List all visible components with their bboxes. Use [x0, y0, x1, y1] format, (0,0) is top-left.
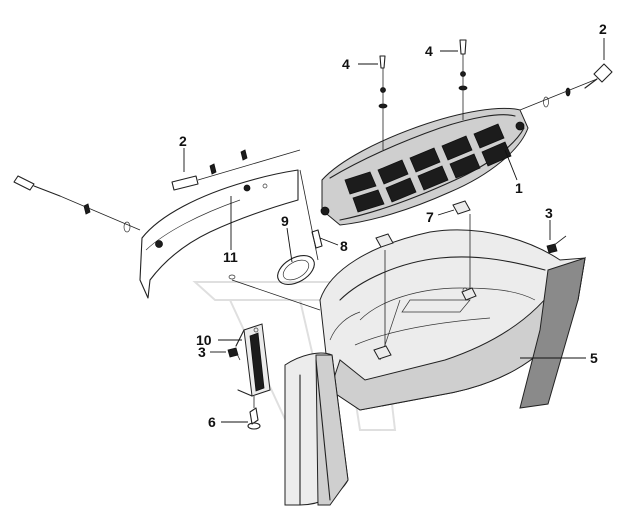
side-panel-part [139, 169, 299, 299]
callout-2-left: 2 [179, 133, 187, 149]
callout-4-b: 4 [425, 43, 433, 59]
callout-9: 9 [281, 213, 289, 229]
small-bracket-part [235, 323, 271, 397]
callout-11: 11 [223, 249, 238, 265]
oval-grommet-part [277, 255, 315, 285]
callout-6: 6 [208, 414, 216, 430]
front-panel [284, 352, 349, 506]
step-tread-part [320, 107, 529, 226]
nut-plate-parts [373, 200, 477, 360]
tread-grid [344, 123, 512, 213]
callout-2-top-right: 2 [599, 21, 607, 37]
callout-4-a: 4 [342, 56, 350, 72]
callout-10: 10 [196, 332, 212, 348]
callout-3-right: 3 [545, 205, 553, 221]
step-housing-part [319, 229, 586, 411]
callout-7: 7 [426, 209, 434, 225]
leader-lines [183, 38, 605, 423]
callout-5: 5 [590, 350, 598, 366]
callout-3-left: 3 [198, 344, 206, 360]
callout-1: 1 [515, 180, 523, 196]
assembly-axis-lines [59, 54, 598, 408]
callout-labels: 1 2 2 3 3 4 4 5 6 7 8 9 10 11 [179, 21, 607, 430]
callout-8: 8 [340, 238, 348, 254]
